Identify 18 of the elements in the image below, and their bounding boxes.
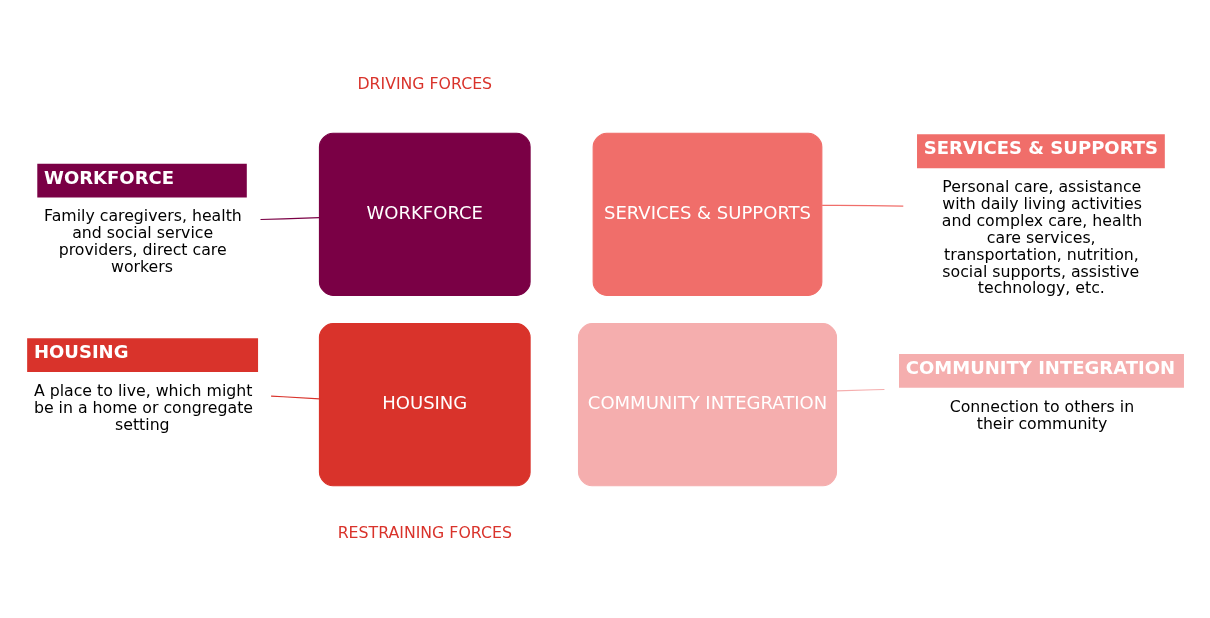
- node-box: HOUSING: [27, 337, 259, 372]
- label: RESTRAINING FORCES: [337, 522, 512, 542]
- node-label: Connection to others in their community: [949, 396, 1135, 433]
- connector: [836, 388, 885, 391]
- node-label: A place to live, which might be in a home or congregate setting: [33, 380, 254, 434]
- node-box: HOUSING: [318, 322, 531, 486]
- node-box: WORKFORCE: [318, 132, 531, 296]
- node-label: Personal care, assistance with daily living activities and complex care, health care services, transportation, nutrition, social supports, assistive technology, etc.: [941, 176, 1143, 297]
- connector: [270, 395, 320, 399]
- node-box: SERVICES & SUPPORTS: [917, 133, 1165, 168]
- node-label: Family caregivers, health and social service providers, direct care workers: [44, 205, 242, 276]
- node-box: SERVICES & SUPPORTS: [592, 132, 823, 296]
- connector: [259, 216, 320, 220]
- node-box: WORKFORCE: [37, 163, 247, 197]
- label: DRIVING FORCES: [357, 73, 493, 93]
- connector: [821, 204, 904, 207]
- node-box: COMMUNITY INTEGRATION: [899, 353, 1184, 388]
- node-box: COMMUNITY INTEGRATION: [577, 322, 838, 486]
